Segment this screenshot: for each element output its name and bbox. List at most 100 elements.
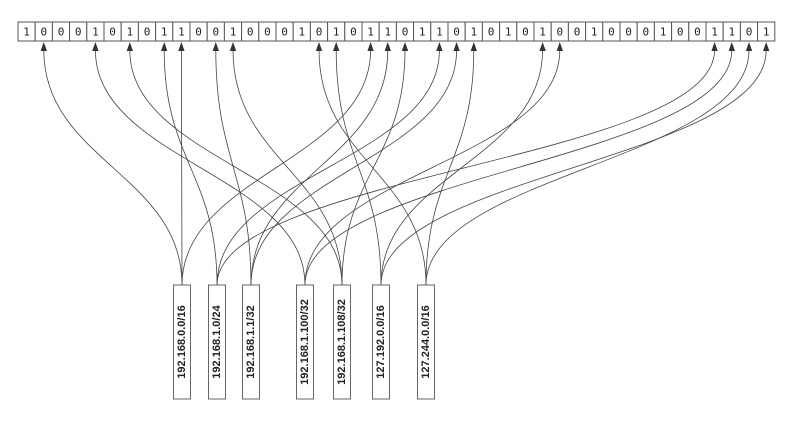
bit-cell: 0 xyxy=(481,21,501,42)
bit-value: 0 xyxy=(677,26,684,39)
prefix-label: 192.168.1.1/32 xyxy=(245,305,257,378)
bit-cell: 1 xyxy=(17,21,36,42)
bit-cell: 0 xyxy=(447,21,466,42)
hash-curve xyxy=(425,49,750,286)
bit-value: 1 xyxy=(470,26,477,39)
bit-value: 0 xyxy=(109,26,116,39)
bit-cell: 1 xyxy=(413,21,432,42)
bit-cell: 0 xyxy=(258,21,277,42)
bit-value: 0 xyxy=(608,26,615,39)
bit-cell: 0 xyxy=(550,21,569,42)
bit-cell: 1 xyxy=(464,21,483,42)
hash-curve xyxy=(43,49,183,286)
bit-value: 1 xyxy=(298,26,305,39)
prefix-box: 192.168.0.0/16 xyxy=(173,284,191,400)
bit-value: 0 xyxy=(316,26,323,39)
bit-cell: 0 xyxy=(344,21,363,42)
hash-curve xyxy=(181,49,371,286)
bit-cell: 1 xyxy=(120,21,139,42)
bit-cell: 1 xyxy=(499,21,518,42)
bit-cell: 0 xyxy=(69,21,88,42)
arrowhead xyxy=(126,42,133,51)
bit-value: 0 xyxy=(694,26,701,39)
hash-curve xyxy=(425,49,475,286)
arrowhead xyxy=(711,42,718,51)
hash-mapping-curves xyxy=(40,42,770,286)
bit-value: 1 xyxy=(92,26,99,39)
bit-cell: 1 xyxy=(223,21,243,42)
bit-value: 1 xyxy=(763,26,770,39)
bit-cell: 1 xyxy=(653,21,673,42)
bit-cell: 0 xyxy=(567,21,587,42)
bit-value: 0 xyxy=(264,26,271,39)
hash-curve xyxy=(181,49,183,286)
bit-value: 1 xyxy=(728,26,735,39)
bit-value: 0 xyxy=(281,26,288,39)
bit-value: 0 xyxy=(453,26,460,39)
prefix-box: 192.168.1.0/24 xyxy=(208,284,226,400)
bit-cell: 1 xyxy=(585,21,604,42)
bit-value: 0 xyxy=(40,26,47,39)
prefix-list: 192.168.0.0/16 192.168.1.0/24 192.168.1.1/… xyxy=(173,284,435,400)
bit-cell: 0 xyxy=(137,21,157,42)
bit-value: 0 xyxy=(402,26,409,39)
bit-value: 1 xyxy=(419,26,426,39)
prefix-box: 127.244.0.0/16 xyxy=(417,284,435,400)
bit-cell: 0 xyxy=(516,21,535,42)
bit-cell: 1 xyxy=(86,21,105,42)
bit-value: 0 xyxy=(556,26,563,39)
prefix-box: 192.168.1.108/32 xyxy=(333,284,351,400)
bit-cell: 1 xyxy=(378,21,397,42)
hash-curve xyxy=(341,49,406,286)
bit-value: 0 xyxy=(746,26,753,39)
hash-curve xyxy=(304,49,561,286)
bit-cell: 0 xyxy=(636,21,655,42)
bit-value: 1 xyxy=(23,26,30,39)
arrowhead xyxy=(229,42,237,51)
bit-cell: 1 xyxy=(757,21,776,42)
bit-cell: 1 xyxy=(155,21,174,42)
arrowhead xyxy=(401,42,409,51)
bit-cell: 1 xyxy=(327,21,346,42)
hash-curve xyxy=(250,49,389,286)
bit-value: 1 xyxy=(384,26,391,39)
arrowhead xyxy=(178,42,185,51)
bit-cell: 0 xyxy=(34,21,53,42)
arrowhead xyxy=(728,42,735,51)
hash-curve xyxy=(318,49,427,286)
bit-cell: 0 xyxy=(671,21,690,42)
bit-cell: 0 xyxy=(602,21,621,42)
bit-cell: 0 xyxy=(395,21,415,42)
bit-value: 1 xyxy=(333,26,340,39)
bit-cell: 0 xyxy=(688,21,707,42)
arrowhead xyxy=(367,42,374,51)
bit-cell: 1 xyxy=(722,21,741,42)
hash-curve xyxy=(304,49,733,286)
bit-value: 1 xyxy=(178,26,185,39)
bit-cell: 0 xyxy=(189,21,208,42)
bit-cell: 1 xyxy=(292,21,311,42)
bit-value: 0 xyxy=(144,26,151,39)
arrowhead xyxy=(384,42,391,51)
bit-cell: 0 xyxy=(103,21,122,42)
bit-cell: 0 xyxy=(739,21,759,42)
prefix-label: 192.168.1.0/24 xyxy=(211,304,223,378)
arrowhead xyxy=(436,42,443,51)
bit-cell: 0 xyxy=(51,21,71,42)
bit-cell: 0 xyxy=(619,21,638,42)
bit-cell: 0 xyxy=(206,21,225,42)
bit-cell: 1 xyxy=(533,21,552,42)
hash-curve xyxy=(250,49,457,286)
prefix-label: 127.192.0.0/16 xyxy=(375,305,387,378)
hash-curve xyxy=(129,49,343,286)
prefix-box: 192.168.1.1/32 xyxy=(242,284,260,400)
bit-cell: 1 xyxy=(430,21,449,42)
prefix-box: 192.168.1.100/32 xyxy=(296,284,314,400)
arrowhead xyxy=(315,42,323,51)
bit-value: 0 xyxy=(350,26,357,39)
arrowhead xyxy=(333,42,340,51)
arrowhead xyxy=(212,42,219,51)
bit-value: 1 xyxy=(591,26,598,39)
arrowhead xyxy=(763,42,770,51)
